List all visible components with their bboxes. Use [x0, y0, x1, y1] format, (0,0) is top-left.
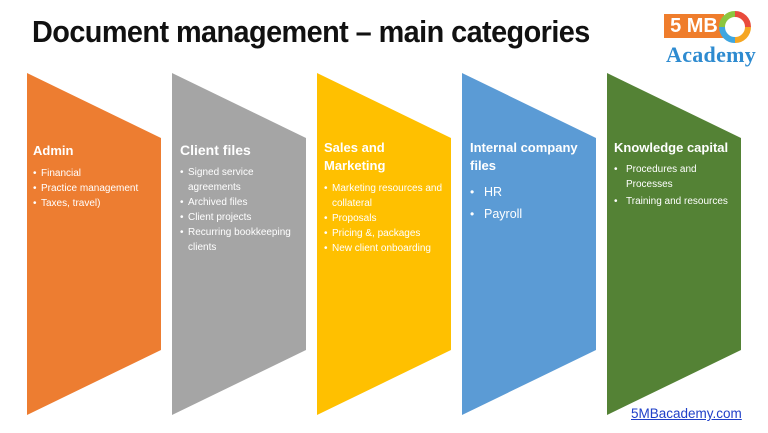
- category-title: Client files: [180, 142, 251, 158]
- list-item: Archived files: [180, 195, 298, 210]
- list-item: New client onboarding: [324, 241, 448, 256]
- category-items: Signed service agreements Archived files…: [180, 165, 298, 255]
- logo-word: Academy: [666, 42, 757, 67]
- chevron-admin: [27, 73, 161, 415]
- category-items: Procedures and Processes Training and re…: [614, 163, 738, 210]
- list-item: HR: [470, 181, 594, 203]
- page-title: Document management – main categories: [32, 14, 590, 49]
- category-items: HR Payroll: [470, 181, 594, 225]
- list-item: Training and resources: [614, 195, 738, 210]
- category-internal-files: Internal company files HR Payroll: [470, 139, 594, 225]
- list-item: Procedures and Processes: [614, 163, 738, 192]
- list-item: Payroll: [470, 203, 594, 225]
- list-item: Taxes, travel): [33, 196, 161, 211]
- category-sales-marketing: Sales and Marketing Marketing resources …: [324, 139, 448, 256]
- category-knowledge-capital: Knowledge capital Procedures and Process…: [614, 139, 738, 213]
- category-items: Financial Practice management Taxes, tra…: [33, 166, 161, 211]
- logo-swirl-icon: [719, 11, 751, 43]
- list-item: Financial: [33, 166, 161, 181]
- logo-number: 5 MB: [664, 14, 724, 38]
- category-client-files: Client files Signed service agreements A…: [180, 141, 298, 255]
- category-items: Marketing resources and collateral Propo…: [324, 181, 448, 256]
- company-logo: 5 MB Academy: [664, 10, 760, 72]
- category-title: Admin: [33, 143, 74, 158]
- list-item: Proposals: [324, 211, 448, 226]
- category-title: Sales and Marketing: [324, 140, 386, 173]
- category-title: Knowledge capital: [614, 140, 729, 155]
- chevron-knowledge-capital: [607, 73, 741, 415]
- chevron-internal-files: [462, 73, 596, 415]
- list-item: Marketing resources and collateral: [324, 181, 448, 211]
- list-item: Pricing &, packages: [324, 226, 448, 241]
- category-title: Internal company files: [470, 140, 578, 173]
- category-admin: Admin Financial Practice management Taxe…: [33, 142, 161, 211]
- list-item: Recurring bookkeeping clients: [180, 225, 298, 255]
- list-item: Client projects: [180, 210, 298, 225]
- list-item: Practice management: [33, 181, 161, 196]
- website-link[interactable]: 5MBacademy.com: [631, 406, 742, 421]
- list-item: Signed service agreements: [180, 165, 298, 195]
